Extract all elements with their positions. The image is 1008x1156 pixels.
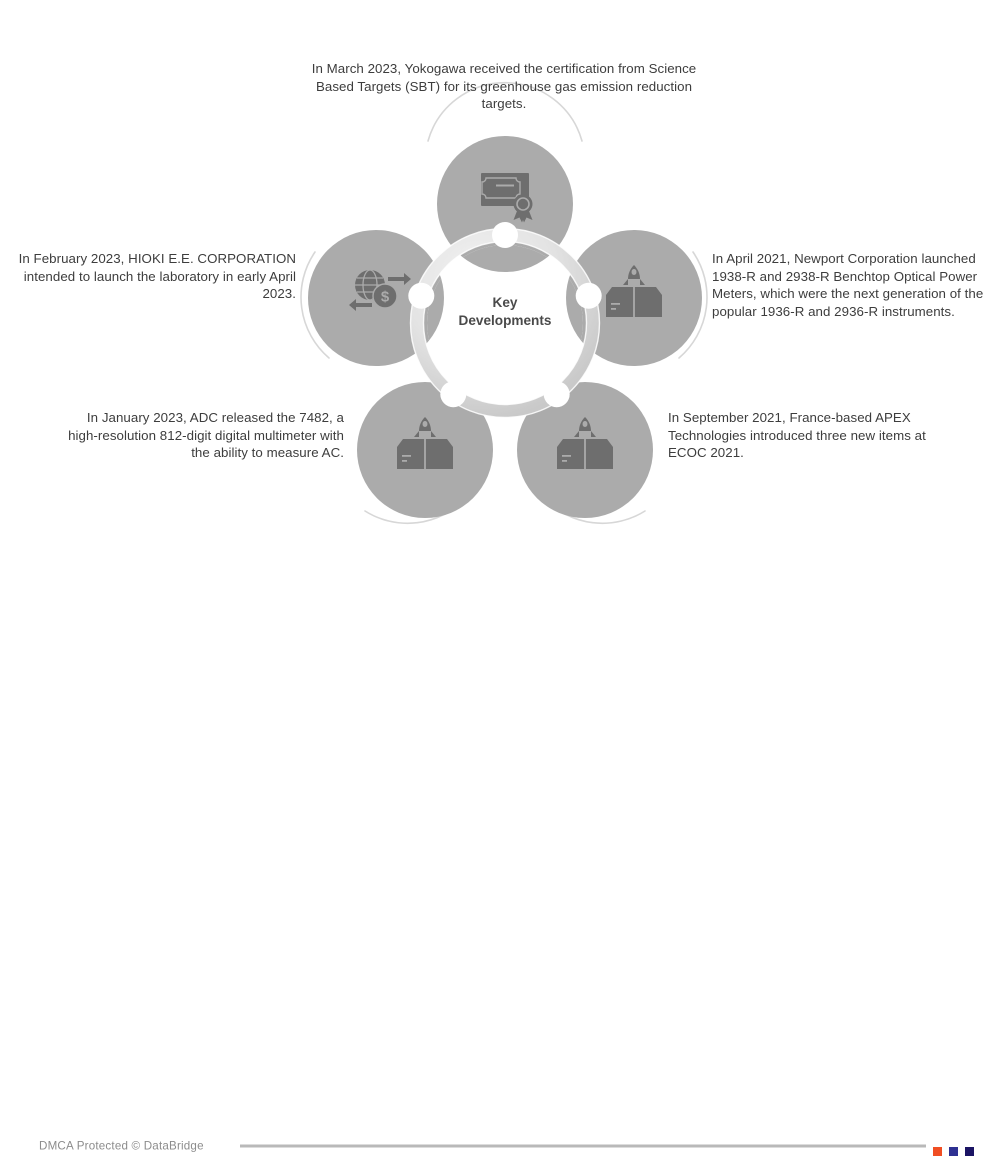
certificate-icon [481,173,533,223]
svg-text:$: $ [381,289,390,306]
global-currency-exchange-icon: $ [349,269,411,311]
node-left[interactable] [408,282,435,309]
key-developments-wheel-diagram: $ [300,81,708,525]
callout-right: In April 2021, Newport Corporation launc… [712,251,984,319]
footer-divider-rule [240,1144,926,1148]
callout-bottom-left: In January 2023, ADC released the 7482, … [68,410,344,460]
ring-junction-nodes [408,222,602,408]
callout-bottom-right: In September 2021, France-based APEX Tec… [668,410,926,460]
node-bottom-left[interactable] [440,381,467,408]
callout-left: In February 2023, HIOKI E.E. CORPORATION… [18,251,296,301]
center-star-negative-space [427,245,583,401]
footer: DMCA Protected © DataBridge [0,566,1008,1156]
footer-swatch-orange [933,1147,942,1156]
callout-top: In March 2023, Yokogawa received the cer… [311,61,697,111]
node-bottom-right[interactable] [543,381,570,408]
footer-swatch-navy [965,1147,974,1156]
infographic-stage: $ [0,61,1008,1156]
node-right[interactable] [575,282,602,309]
footer-swatch-blue [949,1147,958,1156]
node-top[interactable] [492,222,518,248]
footer-copyright: DMCA Protected © DataBridge [39,1139,204,1153]
product-launch-rocket-box-icon-bottom-left [397,417,453,469]
product-launch-rocket-box-icon-bottom-right [557,417,613,469]
product-launch-rocket-box-icon-right [606,265,662,317]
